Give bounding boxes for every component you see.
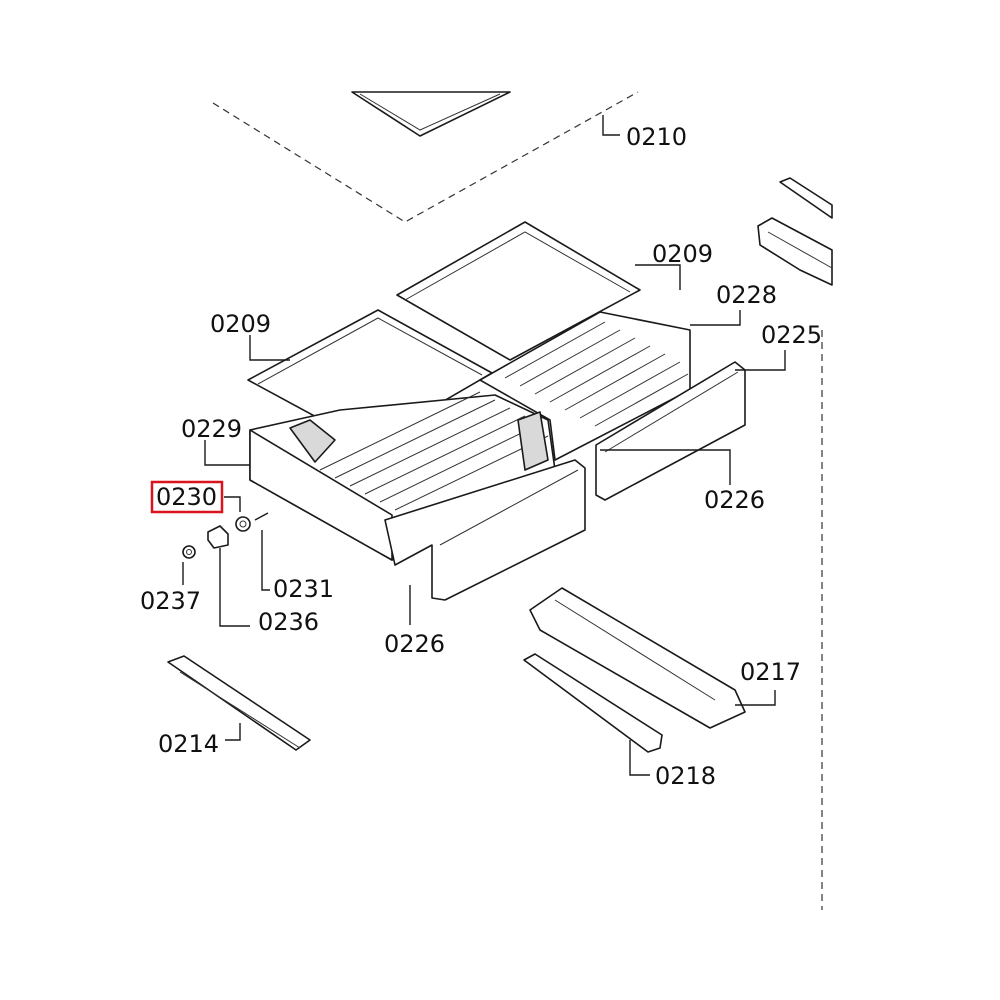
callout-0236[interactable]: 0236 — [258, 608, 319, 636]
callout-0230[interactable]: 0230 — [156, 483, 217, 511]
slide-bar-0218 — [523, 653, 663, 753]
glass-shelf-0210 — [212, 91, 639, 223]
callout-0209-left[interactable]: 0209 — [210, 310, 271, 338]
lid-cover-right-0209 — [396, 221, 641, 361]
callout-0226-right[interactable]: 0226 — [704, 486, 765, 514]
callout-0229[interactable]: 0229 — [181, 415, 242, 443]
leader-lines — [182, 115, 786, 776]
callout-0237[interactable]: 0237 — [140, 587, 201, 615]
callout-0231[interactable]: 0231 — [273, 575, 334, 603]
slide-assembly-0217 — [529, 587, 746, 729]
callout-0228[interactable]: 0228 — [716, 281, 777, 309]
callout-0226-left[interactable]: 0226 — [384, 630, 445, 658]
highlight-box — [150, 480, 224, 514]
right-drawer-0228 — [479, 311, 746, 501]
callout-0218[interactable]: 0218 — [655, 762, 716, 790]
callout-0210[interactable]: 0210 — [626, 123, 687, 151]
left-drawer-0229 — [249, 391, 586, 601]
small-fittings — [182, 512, 269, 559]
callout-0225[interactable]: 0225 — [761, 321, 822, 349]
drawer-rail-0214 — [167, 655, 311, 751]
callout-0209-right[interactable]: 0209 — [652, 240, 713, 268]
callout-0217[interactable]: 0217 — [740, 658, 801, 686]
right-side-rails — [757, 177, 833, 910]
callout-0214[interactable]: 0214 — [158, 730, 219, 758]
